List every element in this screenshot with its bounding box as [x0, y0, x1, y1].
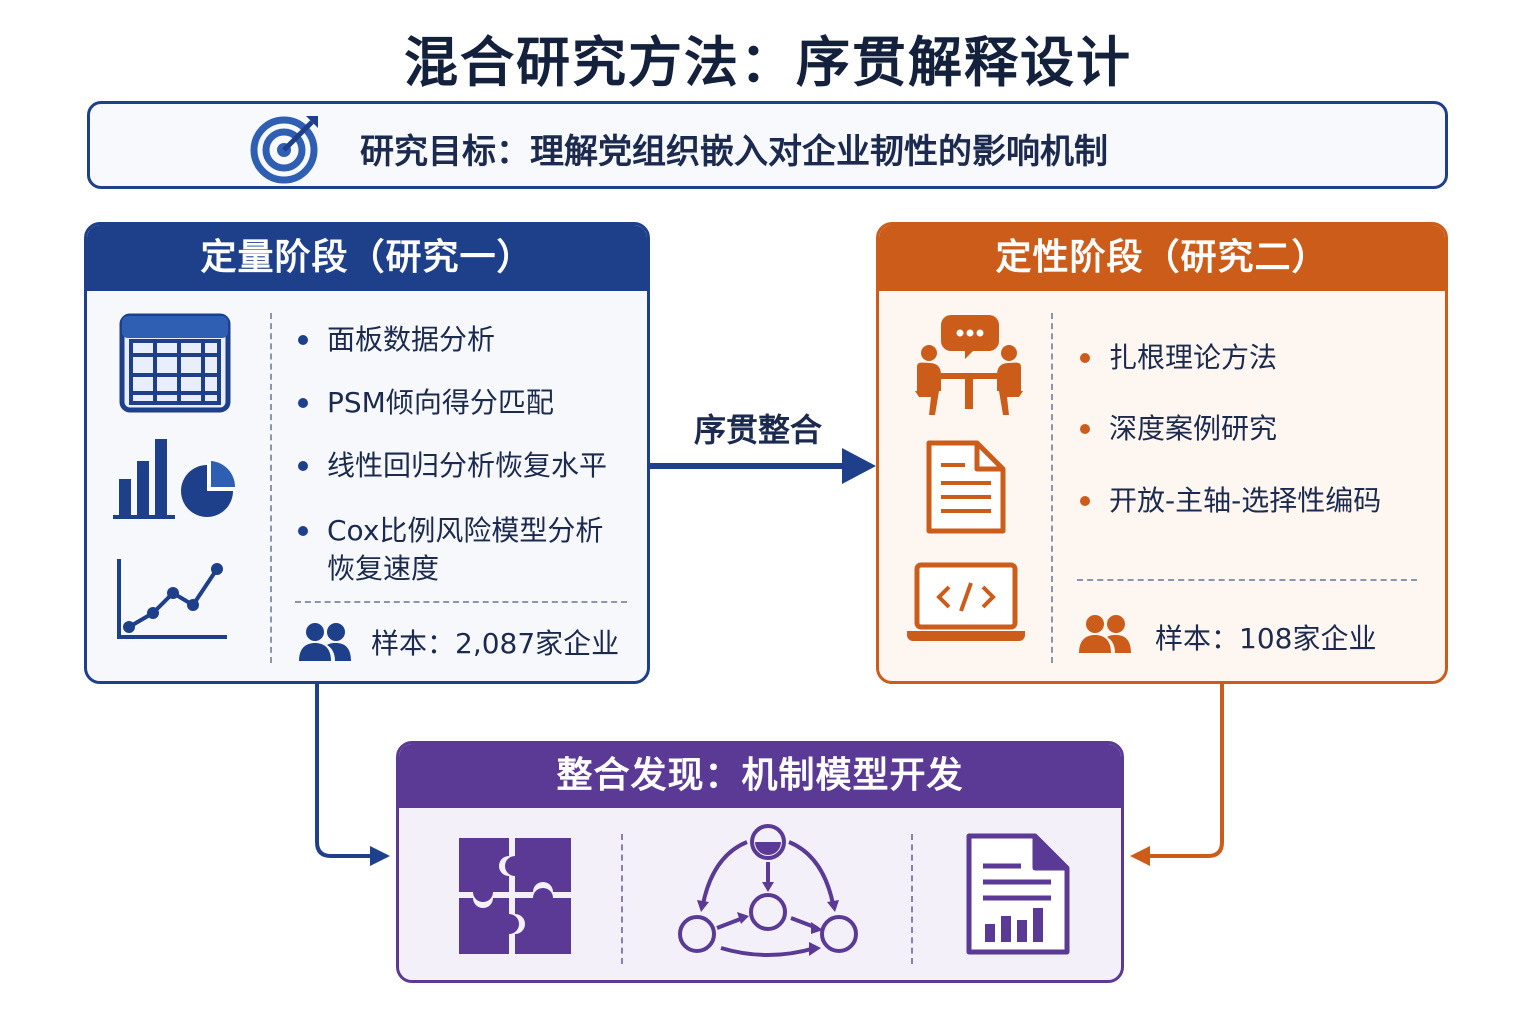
report-chart-icon	[966, 833, 1070, 955]
qualitative-item: 深度案例研究	[1109, 412, 1278, 445]
table-icon	[119, 313, 231, 413]
qualitative-divider	[1051, 313, 1053, 663]
integration-divider	[621, 834, 623, 964]
quantitative-item: 恢复速度	[327, 552, 440, 585]
qualitative-item: 扎根理论方法	[1109, 341, 1278, 374]
qualitative-item: 开放-主轴-选择性编码	[1109, 484, 1382, 517]
quantitative-divider	[270, 313, 272, 663]
quantitative-header: 定量阶段（研究一）	[87, 225, 647, 291]
users-icon	[299, 623, 351, 661]
quantitative-item: Cox比例风险模型分析	[327, 514, 604, 547]
page-title: 混合研究方法：序贯解释设计	[404, 31, 1132, 94]
quantitative-item: 线性回归分析恢复水平	[327, 449, 608, 482]
document-icon	[926, 440, 1006, 534]
line-chart-icon	[117, 559, 227, 639]
qualitative-to-integration-arrow	[1130, 684, 1224, 866]
integration-divider	[911, 834, 913, 964]
quantitative-item: 面板数据分析	[327, 323, 496, 356]
sequential-arrow	[650, 448, 876, 484]
meeting-discussion-icon	[915, 315, 1023, 415]
users-icon	[1079, 615, 1131, 653]
laptop-code-icon	[907, 562, 1025, 641]
bullet-dot	[298, 526, 308, 536]
bullet-dot	[298, 461, 308, 471]
target-icon	[250, 116, 318, 184]
bar-pie-chart-icon	[113, 439, 235, 519]
integration-header: 整合发现：机制模型开发	[399, 744, 1121, 808]
qualitative-sample: 样本：108家企业	[1155, 622, 1377, 655]
bullet-dot	[298, 335, 308, 345]
quantitative-sample: 样本：2,087家企业	[371, 627, 620, 660]
qualitative-sample-divider	[1077, 579, 1417, 581]
quantitative-item: PSM倾向得分匹配	[327, 386, 554, 419]
bullet-dot	[1080, 353, 1090, 363]
integration-panel: 整合发现：机制模型开发	[396, 741, 1124, 983]
qualitative-panel: 定性阶段（研究二） 扎根理论方法 深度案例研究 开放-主轴-选择性编码	[876, 222, 1448, 684]
qualitative-header: 定性阶段（研究二）	[879, 225, 1445, 291]
puzzle-icon	[459, 838, 571, 954]
connector-label: 序贯整合	[694, 411, 823, 449]
bullet-dot	[298, 398, 308, 408]
network-cycle-icon	[678, 824, 858, 957]
bullet-dot	[1080, 424, 1090, 434]
quantitative-to-integration-arrow	[315, 684, 390, 866]
bullet-dot	[1080, 496, 1090, 506]
objective-text: 研究目标：理解党组织嵌入对企业韧性的影响机制	[360, 132, 1108, 172]
quantitative-panel: 定量阶段（研究一） 面板数据分析 PSM倾向得分匹配 线性回归分析恢复水平	[84, 222, 650, 684]
quantitative-sample-divider	[295, 601, 627, 603]
